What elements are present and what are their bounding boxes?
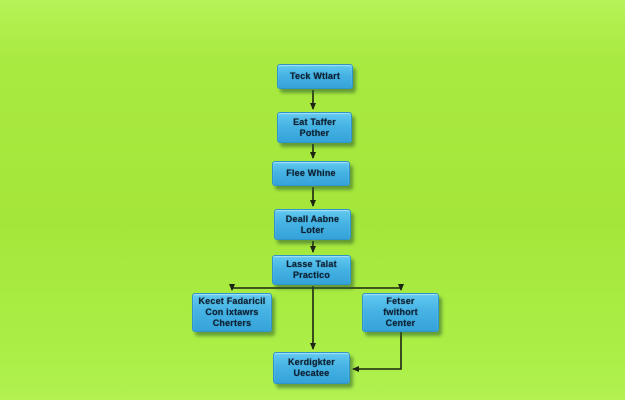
node-lasse-talat-practico-label: Lasse Talat Practico [286,259,337,280]
node-fetser-fwithort-center: Fetser fwithort Center [362,293,439,332]
node-flee-whine-label: Flee Whine [286,168,336,179]
node-kecet-fadaricil-cherters: Kecet Fadaricil Con ixtawrs Cherters [192,293,272,332]
node-kerdigkter-uecatee: Kerdigkter Uecatee [273,352,350,384]
edge-noderight-nodebottom [352,332,402,372]
node-kerdigkter-uecatee-label: Kerdigkter Uecatee [287,357,335,378]
node-fetser-fwithort-center-label: Fetser fwithort Center [383,296,418,328]
node-teck-wtlart-label: Teck Wtlart [289,71,341,82]
node-eat-taffer-pother-label: Eat Taffer Pother [293,116,336,138]
node-kecet-fadaricil-cherters-label: Kecet Fadaricil Con ixtawrs Cherters [198,296,266,328]
node-lasse-talat-practico: Lasse Talat Practico [272,255,351,285]
node-eat-taffer-pother: Eat Taffer Pother [277,112,352,143]
node-flee-whine: Flee Whine [272,161,350,186]
node-deall-aabne-loter: Deall Aabne Loter [274,209,351,240]
node-teck-wtlart: Teck Wtlart [277,64,353,89]
node-deall-aabne-loter-label: Deall Aabne Loter [285,213,340,235]
